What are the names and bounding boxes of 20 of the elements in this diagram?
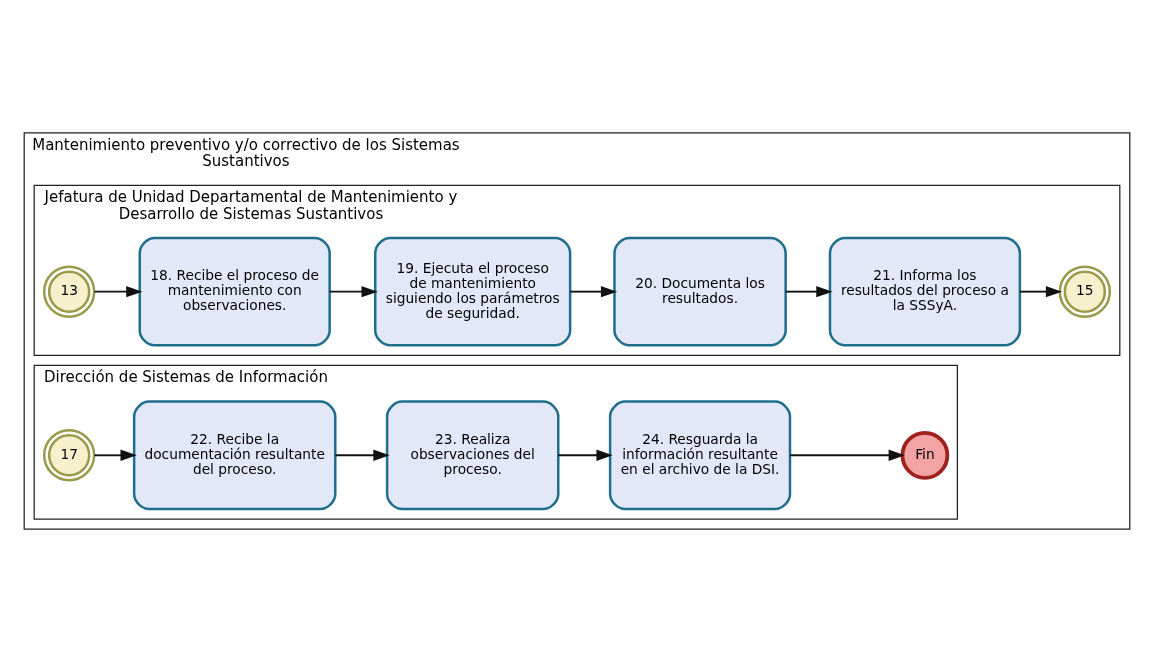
arrow <box>328 285 378 298</box>
node-circle: 13 <box>42 265 96 318</box>
arrow <box>1019 285 1063 298</box>
node-box: 23. Realiza observaciones del proceso. <box>385 400 560 511</box>
node-box: 19. Ejecuta el proceso de mantenimiento siguiendo los parámetros de seguridad. <box>374 236 572 347</box>
node-box: 24. Resguarda la información resultante en el archivo de la DSI. <box>608 400 792 511</box>
node-box: 21. Informa los resultados del proceso a la SSSyA. <box>828 236 1022 347</box>
node-box: 22. Recibe la documentación resultante del proceso. <box>132 400 337 511</box>
arrow <box>93 449 137 461</box>
arrow <box>557 449 613 461</box>
node-circle: Fin <box>900 430 950 480</box>
arrow <box>334 449 390 461</box>
arrow <box>93 285 143 298</box>
node-box: 18. Recibe el proceso de mantenimiento con observaciones. <box>138 236 331 347</box>
arrow <box>784 285 833 298</box>
node-circle: 15 <box>1058 265 1112 318</box>
arrow <box>569 285 618 298</box>
arrow <box>789 449 905 461</box>
node-box: 20. Documenta los resultados. <box>613 236 787 347</box>
node-circle: 17 <box>42 429 96 482</box>
